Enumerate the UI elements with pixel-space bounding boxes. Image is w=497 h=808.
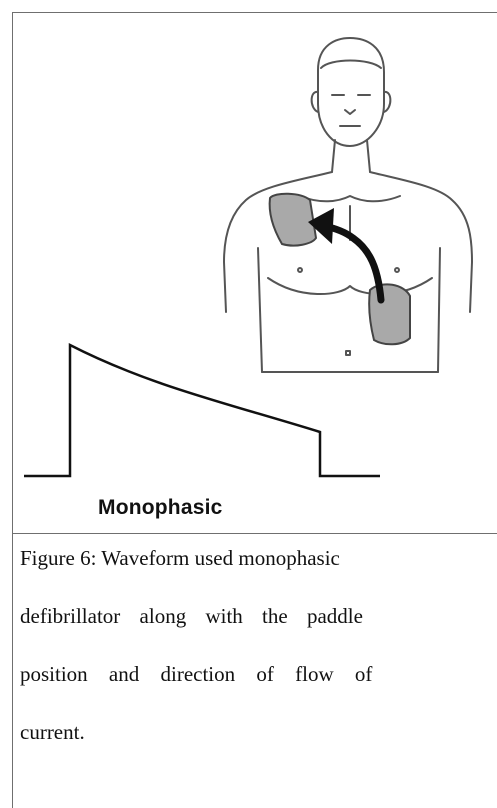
torso-icon (224, 38, 472, 372)
defibrillation-illustration (0, 0, 497, 540)
waveform-label: Monophasic (98, 496, 223, 520)
caption-line-3: position and direction of flow of (20, 662, 372, 687)
paddle-pads (270, 194, 410, 345)
caption-line-2: defibrillator along with the paddle (20, 604, 363, 629)
monophasic-waveform (24, 345, 380, 476)
curved-current-arrow-icon (308, 208, 381, 300)
caption-line-1: Figure 6: Waveform used monophasic (20, 546, 340, 571)
caption-line-4: current. (20, 720, 85, 745)
right-upper-paddle (270, 194, 316, 246)
apex-paddle (369, 284, 410, 344)
